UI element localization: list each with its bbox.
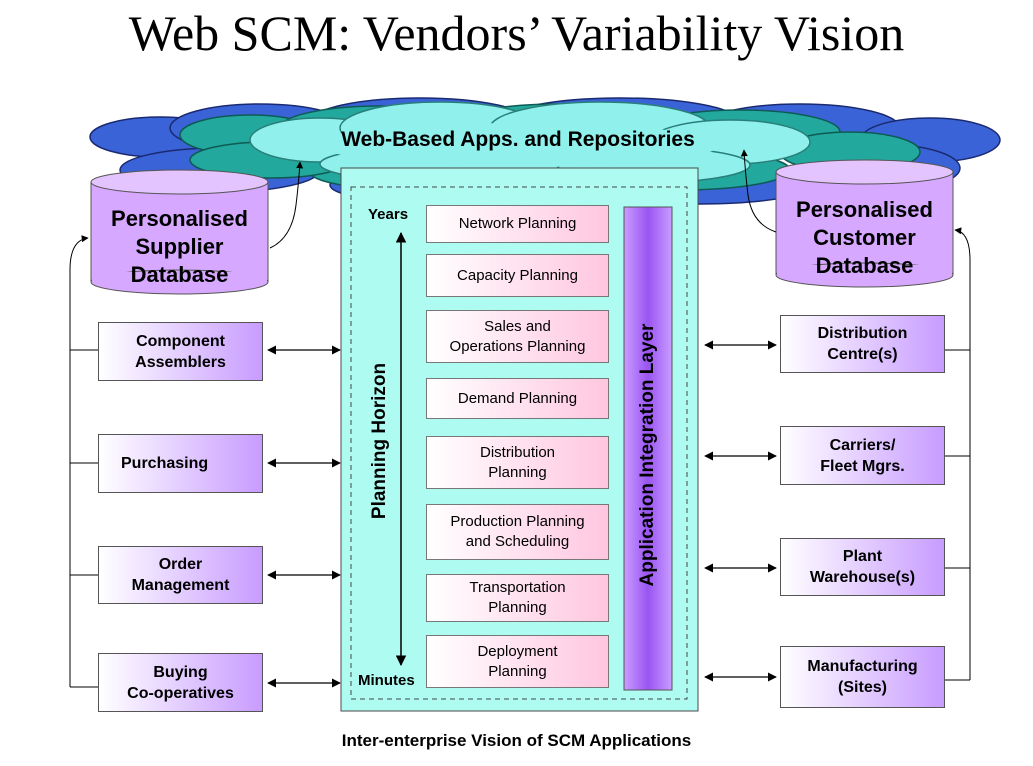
- left-feedback-loop: [69, 235, 98, 688]
- left-box-order-management: Order Management: [98, 546, 263, 604]
- customer-database-cylinder: [775, 159, 954, 288]
- right-box-distribution-centres: Distribution Centre(s): [780, 315, 945, 373]
- right-box-carriers: Carriers/ Fleet Mgrs.: [780, 426, 945, 485]
- plan-box-network: Network Planning: [426, 205, 609, 243]
- right-box-manufacturing-sites: Manufacturing (Sites): [780, 646, 945, 708]
- diagram-caption: Inter-enterprise Vision of SCM Applicati…: [341, 731, 692, 750]
- right-connector-arrows: [704, 340, 777, 682]
- supplier-database-cylinder: [90, 169, 269, 295]
- horizon-bottom-label: Minutes: [358, 672, 415, 689]
- supplier-database-label: Personalised Supplier Database: [111, 206, 248, 287]
- page-title: Web SCM: Vendors’ Variability Vision: [128, 5, 905, 61]
- left-connector-arrows: [267, 345, 341, 688]
- integration-layer-bar: [623, 206, 673, 691]
- right-feedback-loop: [945, 227, 971, 681]
- left-box-purchasing: Purchasing: [98, 434, 263, 493]
- integration-layer-label: Application Integration Layer: [637, 323, 658, 587]
- planning-horizon-label: Planning Horizon: [369, 362, 390, 520]
- horizon-top-label: Years: [368, 206, 409, 223]
- plan-box-demand: Demand Planning: [426, 378, 609, 419]
- planning-panel-inner-border: [350, 186, 688, 700]
- customer-database-label: Personalised Customer Database: [796, 197, 933, 278]
- right-box-plant-warehouses: Plant Warehouse(s): [780, 538, 945, 596]
- customer-to-cloud-arrow: [740, 149, 777, 233]
- plan-box-deployment: Deployment Planning: [426, 635, 609, 688]
- plan-box-distribution: Distribution Planning: [426, 436, 609, 489]
- plan-box-sales-operations: Sales and Operations Planning: [426, 310, 609, 363]
- plan-box-production: Production Planning and Scheduling: [426, 504, 609, 560]
- plan-box-capacity: Capacity Planning: [426, 254, 609, 297]
- cloud-label: Web-Based Apps. and Repositories: [341, 128, 695, 151]
- plan-box-transportation: Transportation Planning: [426, 574, 609, 622]
- supplier-to-cloud-arrow: [269, 161, 304, 249]
- left-box-component-assemblers: Component Assemblers: [98, 322, 263, 381]
- left-box-buying-cooperatives: Buying Co-operatives: [98, 653, 263, 712]
